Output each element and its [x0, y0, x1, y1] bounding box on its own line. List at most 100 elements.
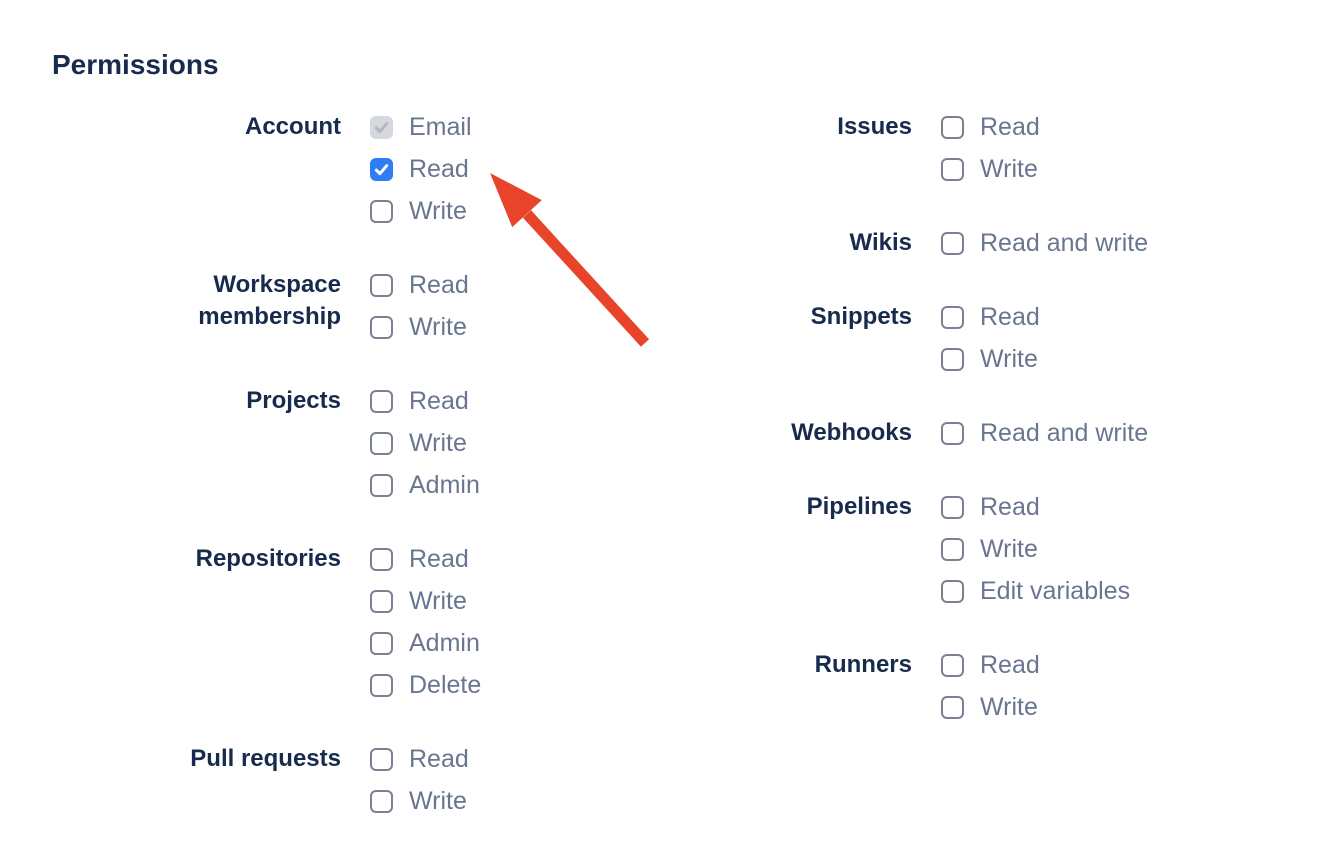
projects-write-option[interactable]: Write: [370, 422, 480, 464]
runners-read-checkbox[interactable]: [941, 653, 964, 677]
repositories-read-checkbox[interactable]: [370, 547, 393, 571]
permission-group: Snippets Read Write: [700, 296, 1322, 380]
permission-group-options: Read Write: [370, 264, 469, 348]
runners-read-label: Read: [980, 650, 1040, 679]
permission-group-options: Read and write: [941, 222, 1148, 264]
pull-requests-read-checkbox[interactable]: [370, 747, 393, 771]
permission-group: Wikis Read and write: [700, 222, 1322, 264]
pipelines-write-option[interactable]: Write: [941, 528, 1130, 570]
projects-read-label: Read: [409, 386, 469, 415]
permission-group-options: Read and write: [941, 412, 1148, 454]
projects-read-checkbox[interactable]: [370, 389, 393, 413]
webhooks-read-and-write-label: Read and write: [980, 418, 1149, 447]
repositories-delete-option[interactable]: Delete: [370, 664, 481, 706]
workspace-membership-write-checkbox[interactable]: [370, 315, 393, 339]
wikis-group-label: Wikis: [849, 229, 912, 256]
pipelines-read-label: Read: [980, 492, 1040, 521]
webhooks-read-and-write-checkbox[interactable]: [941, 421, 964, 445]
workspace-membership-read-option[interactable]: Read: [370, 264, 469, 306]
permissions-columns: Account Email Read Write Workspace membe…: [52, 106, 1322, 844]
repositories-group-label: Repositories: [195, 545, 341, 572]
permission-group-options: Read Write Admin: [370, 380, 480, 506]
projects-write-label: Write: [409, 428, 467, 457]
permission-group: Issues Read Write: [700, 106, 1322, 190]
permission-group: Projects Read Write Admin: [52, 380, 700, 506]
issues-read-label: Read: [980, 112, 1040, 141]
projects-admin-option[interactable]: Admin: [370, 464, 480, 506]
issues-group-label: Issues: [837, 113, 912, 140]
account-read-option[interactable]: Read: [370, 148, 472, 190]
permission-group: Workspace membership Read Write: [52, 264, 700, 348]
account-email-checkbox: [370, 115, 393, 139]
pull-requests-write-checkbox[interactable]: [370, 789, 393, 813]
pull-requests-write-label: Write: [409, 786, 467, 815]
account-read-checkbox[interactable]: [370, 157, 393, 181]
permission-group-options: Read Write: [941, 296, 1040, 380]
repositories-write-option[interactable]: Write: [370, 580, 481, 622]
pipelines-group-label: Pipelines: [806, 493, 912, 520]
pipelines-write-checkbox[interactable]: [941, 537, 964, 561]
repositories-admin-checkbox[interactable]: [370, 631, 393, 655]
issues-read-checkbox[interactable]: [941, 115, 964, 139]
pipelines-write-label: Write: [980, 534, 1038, 563]
wikis-read-and-write-checkbox[interactable]: [941, 231, 964, 255]
account-write-label: Write: [409, 196, 467, 225]
runners-write-label: Write: [980, 692, 1038, 721]
account-group-label: Account: [245, 113, 341, 140]
runners-write-option[interactable]: Write: [941, 686, 1040, 728]
workspace-membership-group-label: Workspace membership: [198, 271, 341, 330]
permission-group: Repositories Read Write Admin: [52, 538, 700, 706]
pull-requests-read-label: Read: [409, 744, 469, 773]
permission-group: Runners Read Write: [700, 644, 1322, 728]
pipelines-read-checkbox[interactable]: [941, 495, 964, 519]
page-title: Permissions: [52, 49, 219, 80]
permission-group-options: Read Write: [370, 738, 469, 822]
workspace-membership-write-option[interactable]: Write: [370, 306, 469, 348]
issues-write-option[interactable]: Write: [941, 148, 1040, 190]
snippets-write-label: Write: [980, 344, 1038, 373]
pipelines-edit-variables-checkbox[interactable]: [941, 579, 964, 603]
runners-read-option[interactable]: Read: [941, 644, 1040, 686]
snippets-read-checkbox[interactable]: [941, 305, 964, 329]
runners-group-label: Runners: [814, 651, 912, 678]
workspace-membership-read-label: Read: [409, 270, 469, 299]
projects-admin-checkbox[interactable]: [370, 473, 393, 497]
repositories-read-label: Read: [409, 544, 469, 573]
webhooks-read-and-write-option[interactable]: Read and write: [941, 412, 1148, 454]
workspace-membership-write-label: Write: [409, 312, 467, 341]
account-read-label: Read: [409, 154, 469, 183]
issues-write-label: Write: [980, 154, 1038, 183]
snippets-read-option[interactable]: Read: [941, 296, 1040, 338]
snippets-write-checkbox[interactable]: [941, 347, 964, 371]
account-write-checkbox[interactable]: [370, 199, 393, 223]
webhooks-group-label: Webhooks: [791, 419, 912, 446]
repositories-write-checkbox[interactable]: [370, 589, 393, 613]
permission-group-options: Read Write: [941, 106, 1040, 190]
repositories-delete-checkbox[interactable]: [370, 673, 393, 697]
repositories-read-option[interactable]: Read: [370, 538, 481, 580]
permission-group-options: Read Write Admin Delete: [370, 538, 481, 706]
repositories-delete-label: Delete: [409, 670, 482, 699]
permission-group-options: Read Write Edit variables: [941, 486, 1130, 612]
pull-requests-read-option[interactable]: Read: [370, 738, 469, 780]
pipelines-read-option[interactable]: Read: [941, 486, 1130, 528]
pull-requests-write-option[interactable]: Write: [370, 780, 469, 822]
pipelines-edit-variables-label: Edit variables: [980, 576, 1131, 605]
pull-requests-group-label: Pull requests: [190, 745, 341, 772]
issues-write-checkbox[interactable]: [941, 157, 964, 181]
permission-group: Pull requests Read Write: [52, 738, 700, 822]
issues-read-option[interactable]: Read: [941, 106, 1040, 148]
account-write-option[interactable]: Write: [370, 190, 472, 232]
repositories-admin-option[interactable]: Admin: [370, 622, 481, 664]
workspace-membership-read-checkbox[interactable]: [370, 273, 393, 297]
wikis-read-and-write-option[interactable]: Read and write: [941, 222, 1148, 264]
pipelines-edit-variables-option[interactable]: Edit variables: [941, 570, 1130, 612]
runners-write-checkbox[interactable]: [941, 695, 964, 719]
snippets-write-option[interactable]: Write: [941, 338, 1040, 380]
account-email-option: Email: [370, 106, 472, 148]
projects-write-checkbox[interactable]: [370, 431, 393, 455]
projects-read-option[interactable]: Read: [370, 380, 480, 422]
permission-group: Webhooks Read and write: [700, 412, 1322, 454]
